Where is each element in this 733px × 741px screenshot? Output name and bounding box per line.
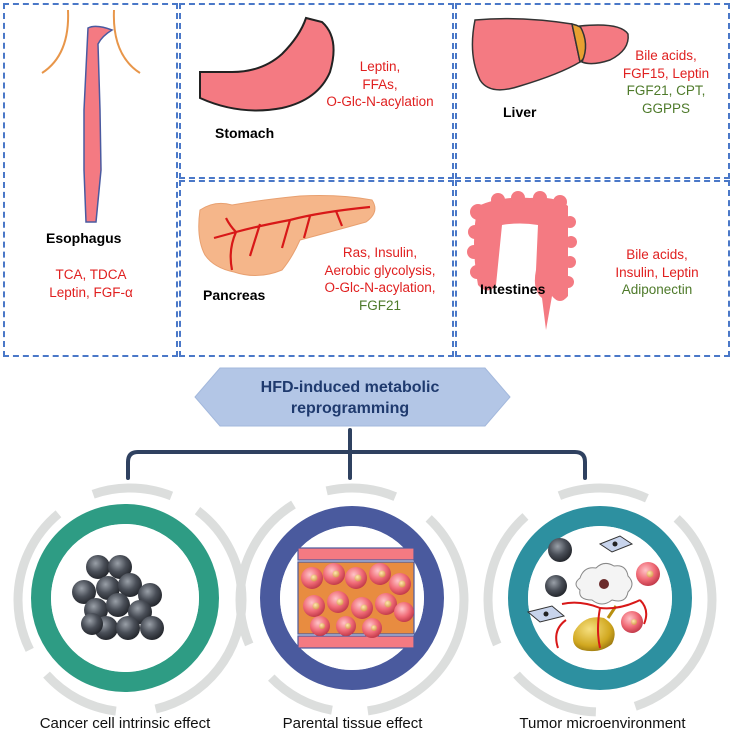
intestines-illustration	[467, 191, 577, 330]
esophagus-panel	[3, 3, 178, 357]
pancreas-factors: Ras, Insulin, Aerobic glycolysis, O-Glc-…	[305, 244, 455, 314]
factor-line: Adiponectin	[621, 282, 693, 297]
factor-line: Bile acids,	[626, 247, 688, 262]
pancreas-label: Pancreas	[203, 287, 266, 303]
stomach-label: Stomach	[215, 125, 275, 141]
stomach-panel	[179, 3, 454, 179]
factor-line: Insulin, Leptin	[615, 264, 699, 280]
esophagus-label: Esophagus	[46, 230, 122, 246]
banner-line-1: HFD-induced metabolic	[260, 379, 440, 396]
intestines-factors: Bile acids, Insulin, Leptin Adiponectin	[592, 246, 722, 299]
factor-line: Aerobic glycolysis,	[324, 262, 436, 278]
stomach-factors: Leptin, FFAs, O-Glc-N-acylation	[305, 58, 455, 111]
effect-label-parental-tissue: Parental tissue effect	[282, 715, 423, 732]
liver-illustration	[471, 17, 629, 91]
cancer-cell-intrinsic-illustration	[13, 483, 247, 717]
factor-line: Bile acids,	[635, 48, 697, 63]
intestines-label: Intestines	[480, 281, 546, 297]
banner-line-2: reprogramming	[290, 400, 410, 417]
factor-line: Ras, Insulin,	[342, 245, 418, 260]
factor-line: GGPPS	[641, 100, 690, 116]
factor-line: Leptin, FGF-α	[49, 284, 133, 300]
factor-line: O-Glc-N-acylation,	[324, 280, 436, 295]
factor-line: FGF21	[358, 297, 401, 313]
liver-label: Liver	[503, 104, 537, 120]
factor-line: O-Glc-N-acylation	[326, 94, 434, 109]
factor-line: TCA, TDCA	[55, 267, 127, 282]
factor-line: FGF21, CPT,	[626, 83, 706, 98]
factor-line: FGF15, Leptin	[622, 65, 710, 81]
pancreas-illustration	[198, 195, 376, 276]
pancreas-panel	[179, 180, 454, 357]
effect-label-tumor-microenvironment: Tumor microenvironment	[519, 715, 686, 732]
stomach-illustration	[199, 16, 335, 112]
banner-title: HFD-induced metabolic reprogramming	[215, 377, 485, 419]
factor-line: FFAs,	[362, 76, 398, 92]
esophagus-factors: TCA, TDCA Leptin, FGF-α	[18, 266, 164, 301]
connector	[126, 428, 587, 480]
effect-label-cancer-cell: Cancer cell intrinsic effect	[39, 715, 211, 732]
parental-tissue-illustration	[235, 483, 469, 717]
liver-factors: Bile acids, FGF15, Leptin FGF21, CPT, GG…	[606, 47, 726, 117]
liver-panel	[455, 3, 730, 179]
esophagus-illustration	[41, 9, 141, 223]
tumor-microenvironment-illustration	[483, 483, 717, 717]
banner-shape	[194, 367, 511, 427]
intestines-panel	[455, 180, 730, 357]
factor-line: Leptin,	[359, 59, 401, 74]
